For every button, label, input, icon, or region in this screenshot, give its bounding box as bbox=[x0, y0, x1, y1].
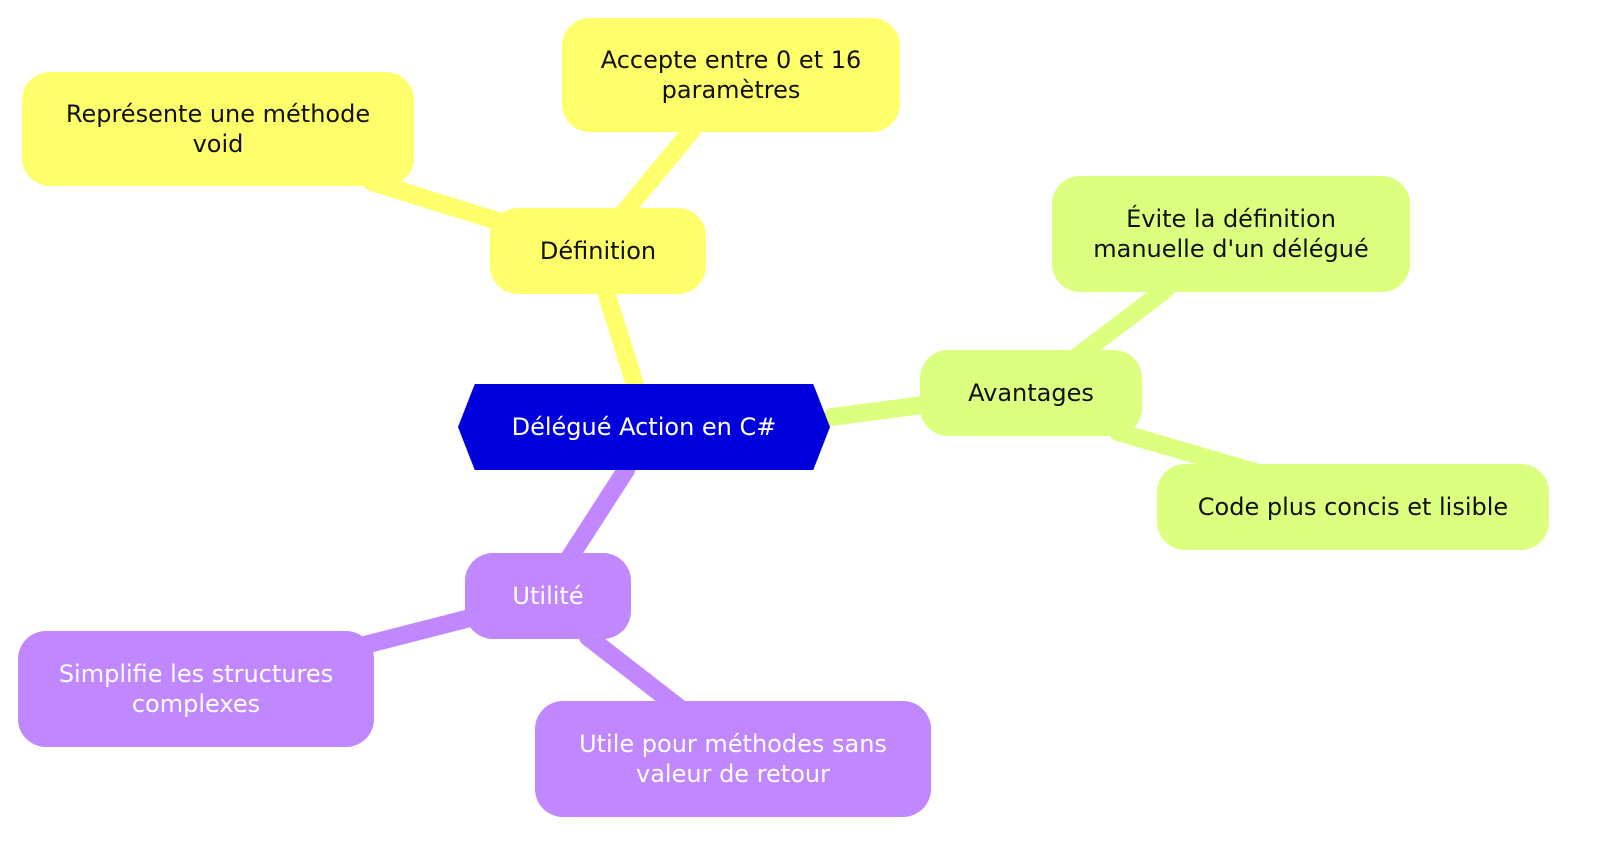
definition-void-text: Représente une méthode void bbox=[65, 100, 371, 158]
definition-void-node[interactable]: Représente une méthode void bbox=[22, 72, 414, 186]
edge-avantages-manual bbox=[1069, 281, 1174, 365]
edge-definition-params bbox=[613, 121, 701, 224]
edge-root-utilite bbox=[559, 461, 635, 569]
avantages-manual-node[interactable]: Évite la définition manuelle d'un délégu… bbox=[1052, 176, 1410, 292]
root-node[interactable]: Délégué Action en C# bbox=[458, 384, 830, 470]
root-label: Délégué Action en C# bbox=[511, 413, 777, 441]
utilite-node[interactable]: Utilité bbox=[465, 553, 631, 639]
utilite-simplifie-text: Simplifie les structures complexes bbox=[58, 660, 334, 718]
utilite-utile-text: Utile pour méthodes sans valeur de retou… bbox=[579, 730, 887, 788]
avantages-label: Avantages bbox=[968, 379, 1094, 407]
avantages-concis-text: Code plus concis et lisible bbox=[1197, 493, 1509, 521]
avantages-node[interactable]: Avantages bbox=[920, 350, 1142, 436]
utilite-utile-node[interactable]: Utile pour méthodes sans valeur de retou… bbox=[535, 701, 931, 817]
definition-label: Définition bbox=[539, 237, 657, 265]
utilite-label: Utilité bbox=[512, 582, 584, 610]
definition-params-text: Accepte entre 0 et 16 paramètres bbox=[600, 46, 862, 104]
avantages-manual-text: Évite la définition manuelle d'un délégu… bbox=[1093, 205, 1369, 263]
avantages-concis-node[interactable]: Code plus concis et lisible bbox=[1157, 464, 1549, 550]
definition-params-node[interactable]: Accepte entre 0 et 16 paramètres bbox=[562, 18, 900, 132]
edge-root-avantages bbox=[823, 395, 939, 426]
utilite-simplifie-node[interactable]: Simplifie les structures complexes bbox=[18, 631, 374, 747]
edge-root-definition bbox=[597, 283, 645, 397]
edge-utilite-utile bbox=[579, 628, 691, 719]
definition-node[interactable]: Définition bbox=[490, 208, 706, 294]
